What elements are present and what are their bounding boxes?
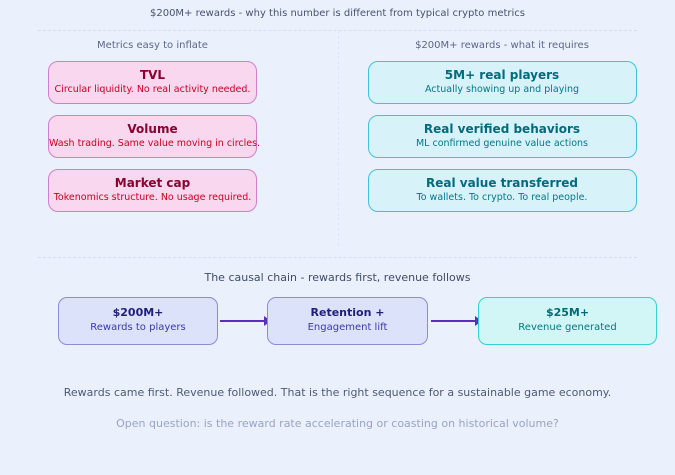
arrow-right-icon [431,316,482,326]
top-divider [38,30,637,31]
requires-column: $200M+ rewards - what it requires 5M+ re… [337,31,638,246]
conclusion-text: Rewards came first. Revenue followed. Th… [63,386,612,399]
metric-card-title: TVL [139,68,166,82]
arrow-right-icon [220,316,271,326]
metric-card-volume: Volume Wash trading. Same value moving i… [48,115,261,158]
inflate-column: Metrics easy to inflate TVL Circular liq… [38,31,338,246]
requirement-card-desc: Actually showing up and playing [424,84,580,95]
metric-card-desc: Circular liquidity. No real activity nee… [54,84,251,95]
requirement-card-desc: To wallets. To crypto. To real people. [416,192,588,203]
causal-chain-header: The causal chain - rewards first, revenu… [204,271,471,284]
page-title: $200M+ rewards - why this number is diff… [149,8,525,19]
middle-divider [38,257,637,258]
metric-card-market-cap: Market cap Tokenomics structure. No usag… [48,169,257,212]
metric-card-desc: Tokenomics structure. No usage required. [53,192,252,203]
flow-step-rewards: $200M+ Rewards to players [58,297,218,345]
flow-step-title: $200M+ [112,306,164,319]
metric-card-title: Market cap [114,176,191,190]
requirement-card-players: 5M+ real players Actually showing up and… [367,61,637,104]
requirement-card-behaviors: Real verified behaviors ML confirmed gen… [367,115,637,158]
comparison-section: Metrics easy to inflate TVL Circular liq… [38,31,637,246]
requirement-card-title: Real verified behaviors [423,122,581,136]
flow-step-retention: Retention + Engagement lift [267,297,428,345]
flow-step-desc: Revenue generated [518,322,617,333]
metric-card-title: Volume [127,122,178,136]
requirement-card-value: Real value transferred To wallets. To cr… [367,169,637,212]
flow-step-title: $25M+ [545,306,590,319]
flow-step-desc: Rewards to players [90,322,186,333]
open-question-text: Open question: is the reward rate accele… [116,417,559,430]
metric-card-desc: Wash trading. Same value moving in circl… [49,138,261,149]
flow-step-revenue: $25M+ Revenue generated [478,297,657,345]
requirement-card-title: Real value transferred [425,176,579,190]
requires-column-header: $200M+ rewards - what it requires [415,40,589,51]
requirement-card-title: 5M+ real players [444,68,560,82]
inflate-column-header: Metrics easy to inflate [97,40,208,51]
requirement-card-desc: ML confirmed genuine value actions [415,138,589,149]
metric-card-tvl: TVL Circular liquidity. No real activity… [48,61,257,104]
flow-step-title: Retention + [310,306,385,319]
flow-step-desc: Engagement lift [307,322,388,333]
